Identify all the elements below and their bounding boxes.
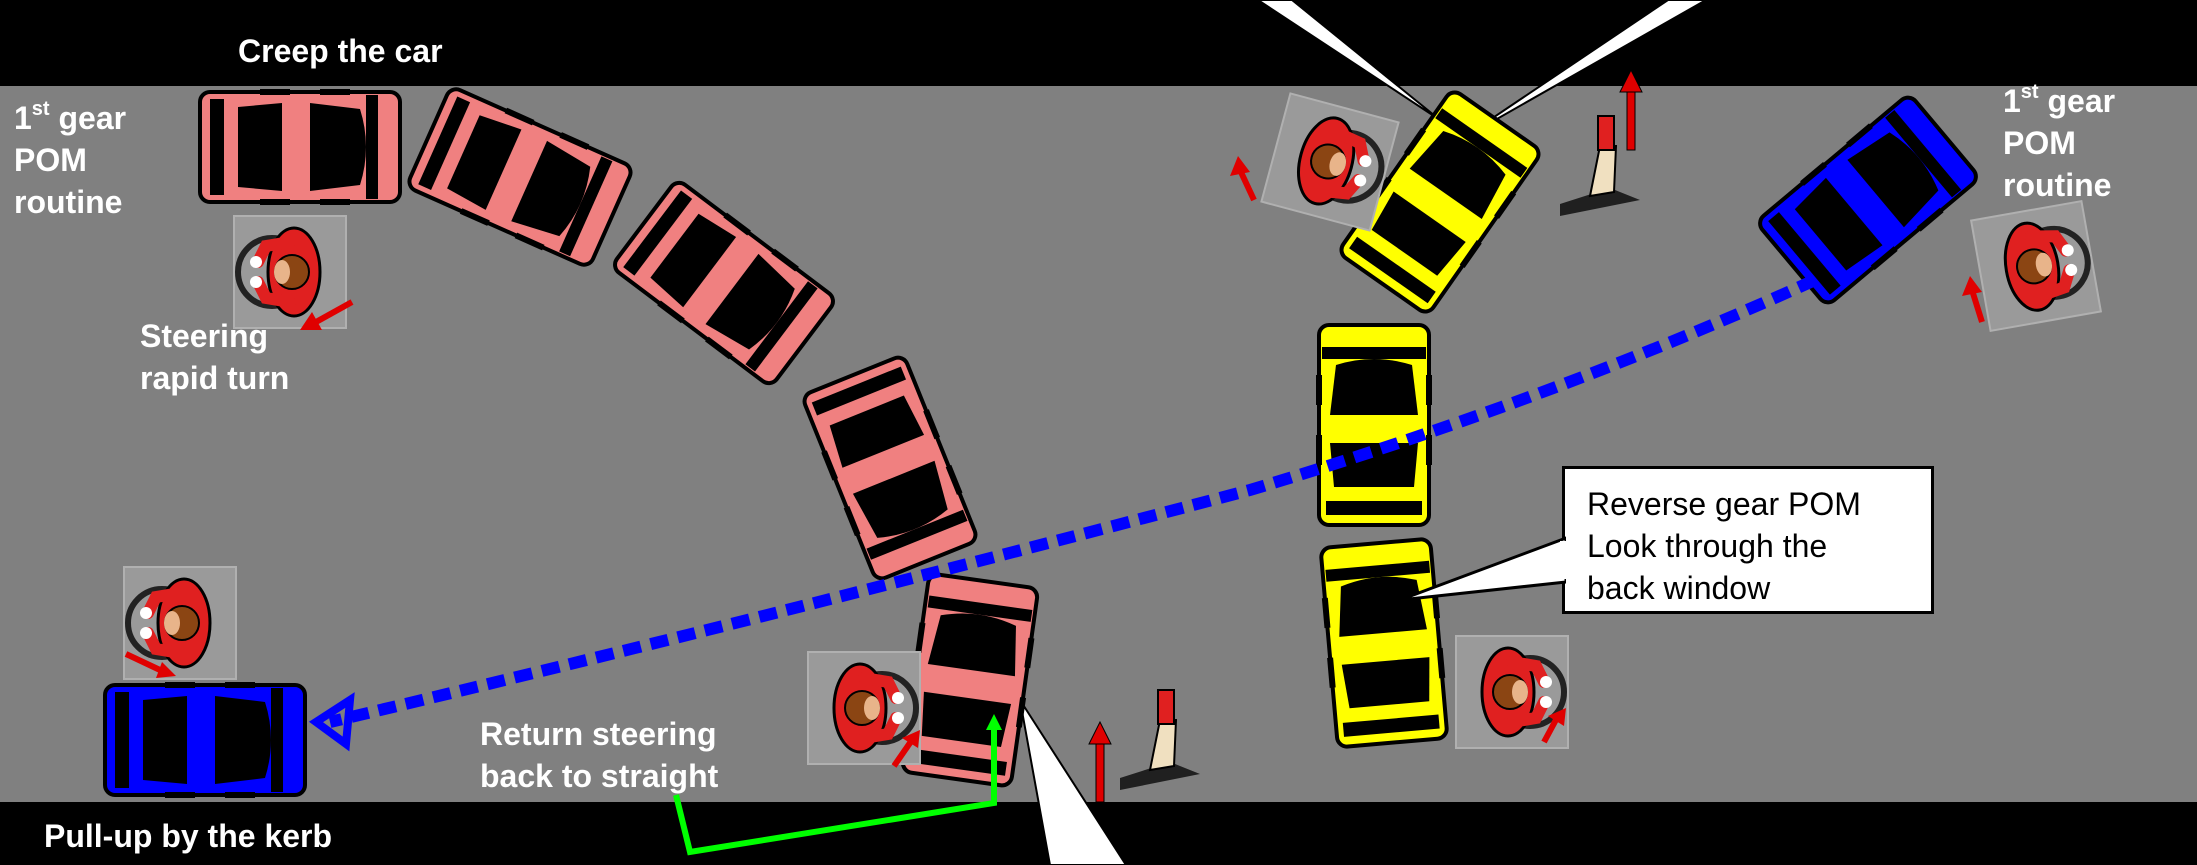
- blue-car-bottom: [105, 682, 305, 798]
- return-steering-label: Return steering back to straight: [480, 713, 718, 797]
- pom-label-left: 1st gear POM routine: [14, 97, 126, 223]
- yellow-car-2: [1316, 325, 1432, 525]
- driver-icon-5: [808, 652, 920, 764]
- callout-line-1: Reverse gear POM: [1587, 483, 1909, 525]
- reverse-callout: Reverse gear POM Look through the back w…: [1562, 466, 1934, 614]
- steering-rapid-label: Steering rapid turn: [140, 315, 289, 399]
- callout-line-3: back window: [1587, 567, 1909, 609]
- pull-up-label: Pull-up by the kerb: [44, 815, 332, 857]
- driver-icon-1: [234, 216, 346, 328]
- callout-line-2: Look through the: [1587, 525, 1909, 567]
- pink-car-1: [200, 89, 400, 205]
- callout-pointer: [1400, 520, 1566, 610]
- pom-label-right: 1st gear POM routine: [2003, 80, 2115, 206]
- creep-label: Creep the car: [238, 30, 443, 72]
- driver-icon-3: [1971, 201, 2101, 331]
